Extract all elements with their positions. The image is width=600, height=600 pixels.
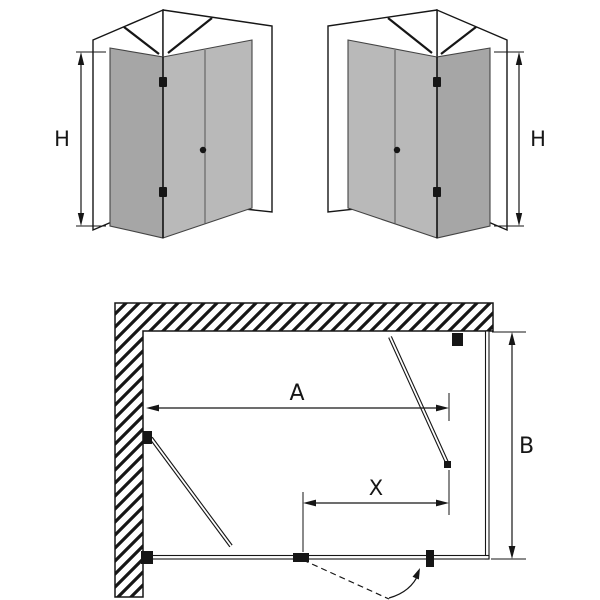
support-bar-icon — [123, 26, 160, 55]
arrowhead-icon — [303, 499, 316, 507]
dimension-x: X — [303, 470, 450, 515]
glass-panel-left — [109, 47, 164, 239]
front-left-view — [92, 8, 273, 239]
dimension-label-h-right: H — [530, 127, 546, 151]
hinge-icon — [444, 461, 451, 468]
door-panel-face — [389, 336, 450, 468]
door-left-open — [149, 436, 233, 548]
hinge-icon — [159, 187, 167, 197]
support-bar-icon — [167, 17, 213, 54]
wall-profile-icon — [452, 333, 463, 346]
dimension-label-h-left: H — [54, 127, 70, 151]
arrowhead-icon — [146, 404, 159, 412]
door-swing-dashed — [302, 559, 390, 600]
arrowhead-icon — [508, 546, 516, 559]
arrowhead-icon — [412, 568, 420, 580]
knob-handle-icon — [199, 146, 207, 154]
dimension-label-a: A — [289, 381, 304, 406]
wall-profile-icon — [426, 550, 434, 567]
wall-profile-icon — [141, 551, 153, 564]
dimension-label-b: B — [519, 434, 534, 459]
door-handle-plan — [293, 553, 309, 562]
glass-side-front-plan — [142, 554, 490, 560]
wall-hatched — [114, 302, 494, 598]
dimension-a: A — [146, 381, 450, 421]
glass-panel-right — [162, 39, 253, 239]
dimension-h-left: H — [54, 51, 106, 227]
glass-side-right-plan — [484, 330, 490, 560]
arrowhead-icon — [436, 404, 449, 412]
hinge-icon — [159, 77, 167, 87]
dimension-label-x: X — [369, 476, 383, 500]
arrowhead-icon — [508, 332, 516, 345]
arrowhead-icon — [515, 213, 523, 226]
wall-profile-icon — [143, 431, 152, 444]
dimension-b: B — [491, 331, 534, 560]
front-right-view — [326, 8, 509, 240]
door-panel-face — [150, 437, 232, 547]
plan-view: A X B — [114, 302, 534, 600]
door-right-open — [388, 336, 451, 468]
arrowhead-icon — [515, 52, 523, 65]
arrowhead-icon — [77, 213, 85, 226]
dimension-h-right: H — [494, 51, 546, 227]
arrowhead-icon — [77, 52, 85, 65]
arrowhead-icon — [436, 499, 449, 507]
